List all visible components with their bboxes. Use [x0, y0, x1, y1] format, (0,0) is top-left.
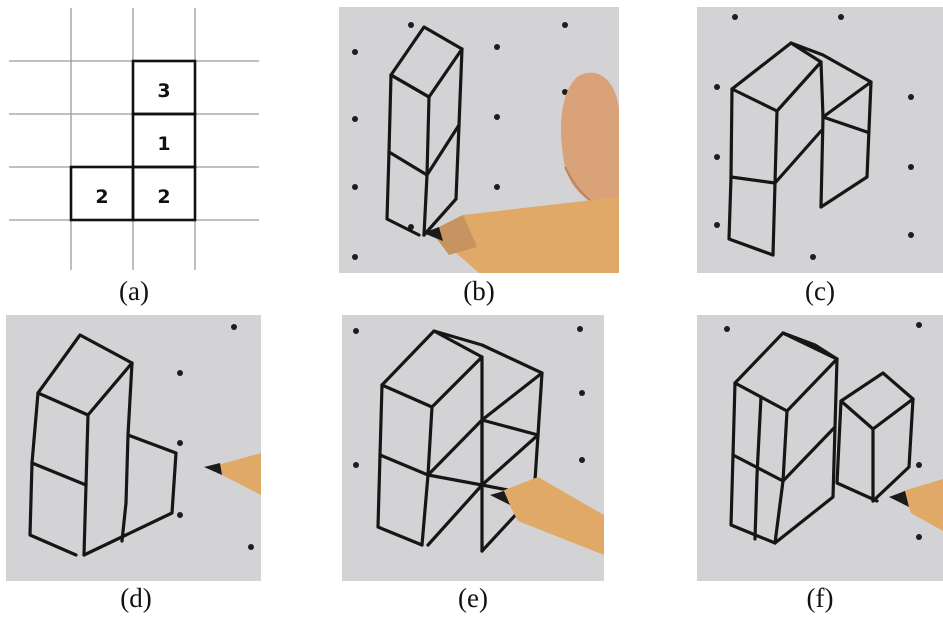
caption-c: (c) [780, 276, 860, 307]
caption-d: (d) [96, 583, 176, 614]
grid-cell-label: 3 [157, 80, 170, 102]
grid-cell-bottom-right: 2 [133, 167, 195, 220]
dot-grid [724, 322, 922, 540]
pencil-icon [889, 479, 943, 531]
cube-drawing [30, 335, 176, 555]
caption-f: (f) [780, 583, 860, 614]
dot-grid [177, 324, 254, 550]
finger [561, 73, 619, 212]
panel-d-photo [6, 315, 261, 581]
panel-a-grid: 3 1 2 2 [9, 8, 259, 270]
cube-stack-drawing [387, 27, 462, 235]
panel-b-photo [339, 7, 619, 273]
panel-e-photo [342, 315, 604, 581]
dot-grid [353, 326, 585, 468]
grid-cell-label: 2 [157, 186, 170, 208]
caption-b: (b) [439, 276, 519, 307]
cube-pair-drawing [729, 43, 871, 255]
pencil-icon [204, 453, 261, 495]
grid-cell-bottom-left: 2 [71, 167, 133, 220]
grid-drawing: 3 1 2 2 [9, 8, 259, 270]
grid-cell-label: 1 [157, 133, 170, 155]
caption-e: (e) [433, 583, 513, 614]
grid-cell-label: 2 [95, 186, 108, 208]
pencil-icon [423, 197, 619, 273]
panel-c-photo [697, 7, 943, 273]
caption-a: (a) [94, 276, 174, 307]
panel-f-photo [697, 315, 943, 581]
grid-cell-middle: 1 [133, 114, 195, 167]
grid-cell-top: 3 [133, 61, 195, 114]
cube-drawing [731, 333, 913, 543]
